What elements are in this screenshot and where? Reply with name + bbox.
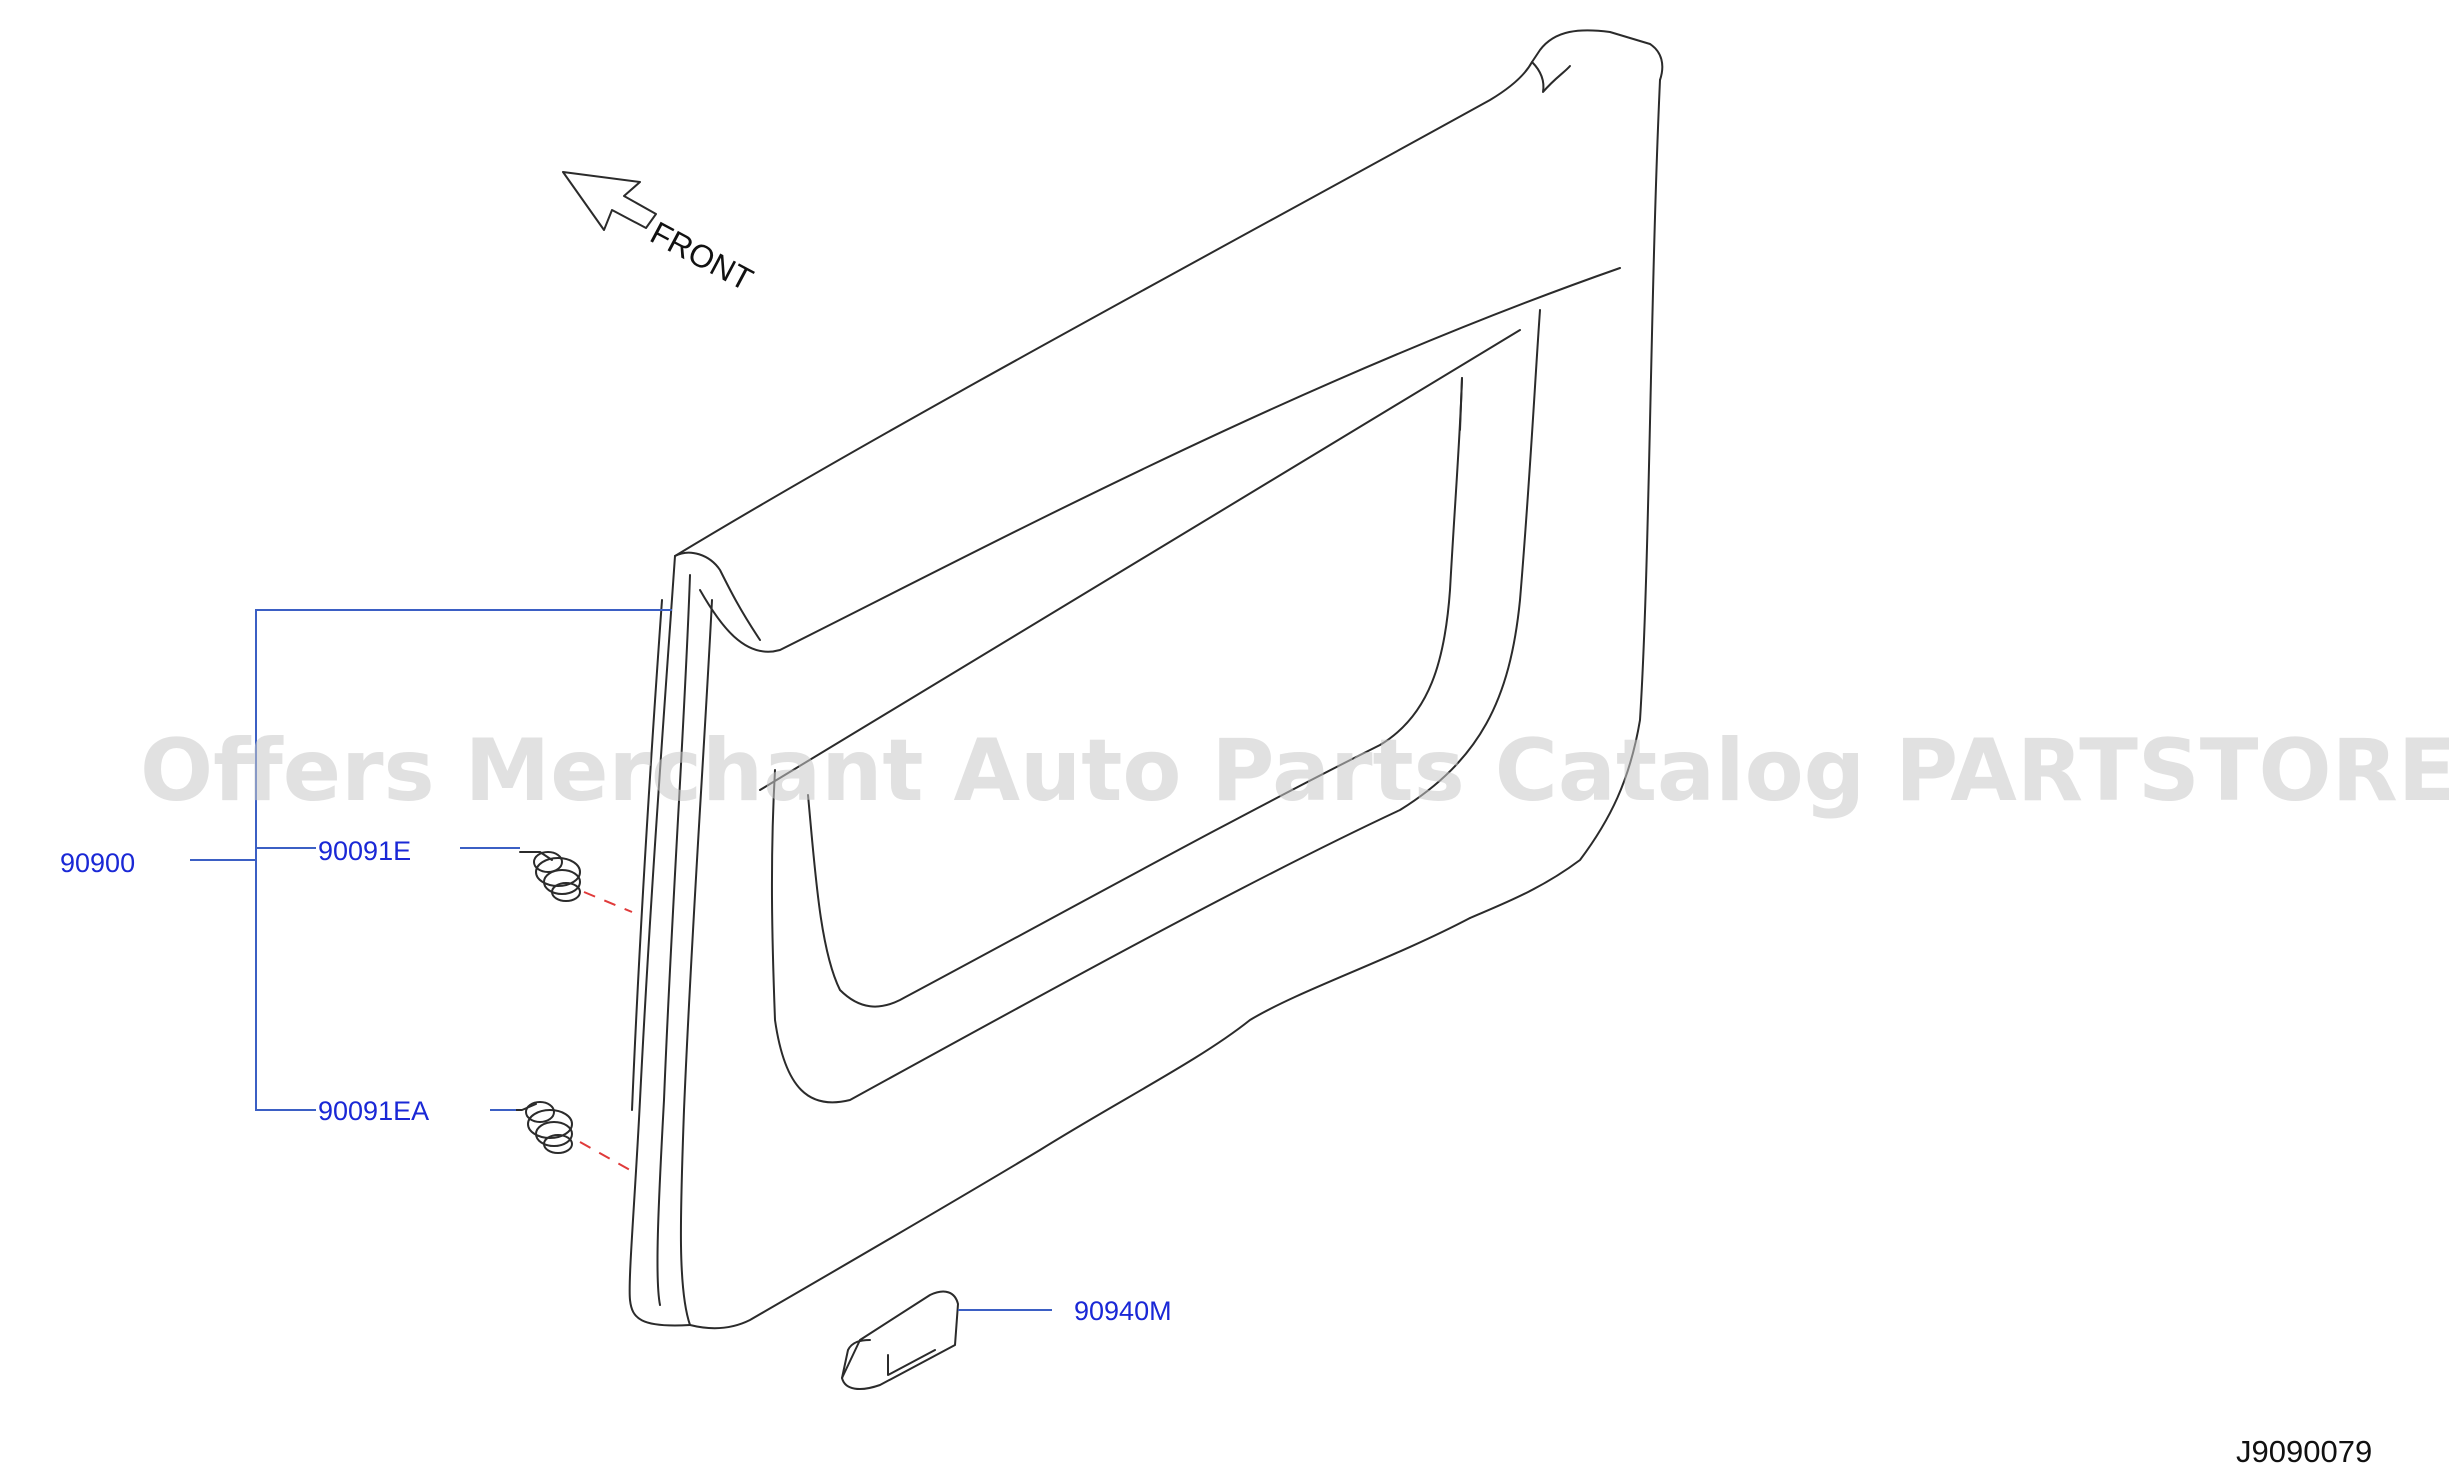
back-door-trim-panel[interactable] — [628, 29, 1664, 1330]
clip-upper-icon[interactable] — [519, 851, 581, 902]
watermark-text: Offers Merchant Auto Parts Catalog PARTS… — [140, 721, 2449, 821]
clip-lower-install-line — [579, 1141, 631, 1171]
callout-90900[interactable]: 90900 — [60, 848, 135, 878]
clip-upper-install-line — [583, 891, 633, 913]
callout-90091e[interactable]: 90091E — [318, 836, 411, 866]
callout-90940m[interactable]: 90940M — [1074, 1296, 1172, 1326]
front-arrow-icon — [562, 171, 657, 231]
front-label: FRONT — [645, 214, 759, 298]
leader-lines — [190, 609, 1052, 1311]
diagram-id: J9090079 — [2236, 1434, 2372, 1469]
handle-icon[interactable] — [841, 1290, 959, 1391]
callout-90091ea[interactable]: 90091EA — [318, 1096, 429, 1126]
